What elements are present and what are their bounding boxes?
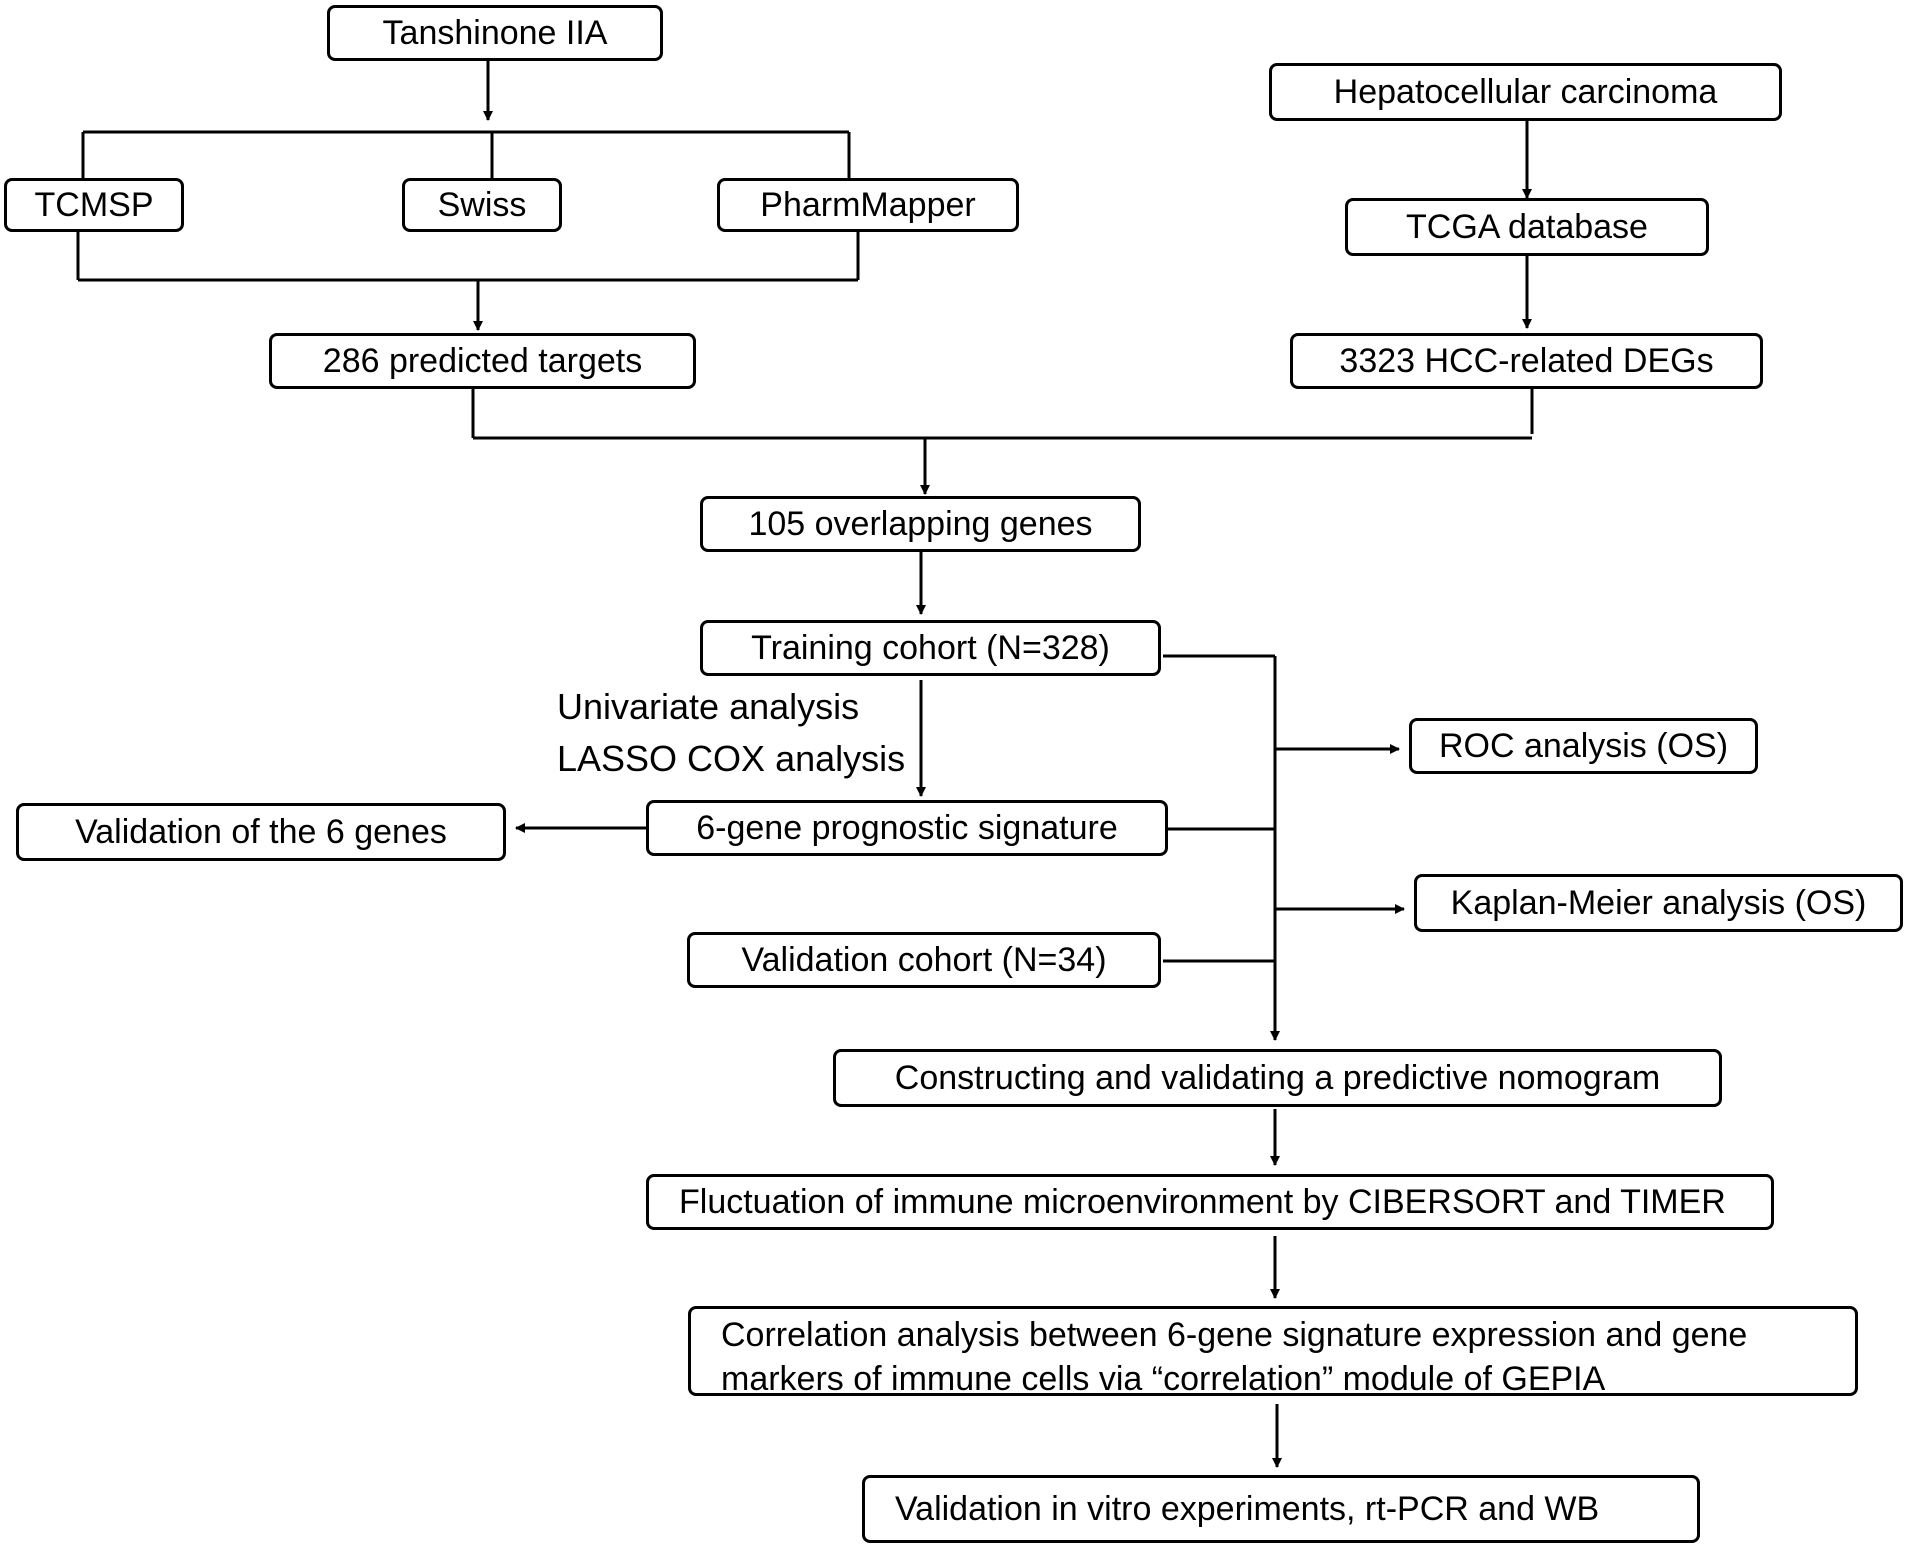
box-training-cohort: Training cohort (N=328): [700, 620, 1161, 676]
box-in-vitro-validation: Validation in vitro experiments, rt-PCR …: [862, 1475, 1700, 1543]
box-swiss: Swiss: [402, 178, 562, 232]
box-roc-analysis: ROC analysis (OS): [1409, 718, 1758, 774]
box-tanshinone: Tanshinone IIA: [327, 5, 663, 61]
box-overlapping-genes: 105 overlapping genes: [700, 496, 1141, 552]
box-immune-microenvironment: Fluctuation of immune microenvironment b…: [646, 1174, 1774, 1230]
box-validation-cohort: Validation cohort (N=34): [687, 932, 1161, 988]
box-hcc-degs: 3323 HCC-related DEGs: [1290, 333, 1763, 389]
box-predicted-targets: 286 predicted targets: [269, 333, 696, 389]
box-correlation-analysis: Correlation analysis between 6-gene sign…: [688, 1306, 1858, 1398]
correlation-line-1: Correlation analysis between 6-gene sign…: [721, 1316, 1748, 1354]
box-validation-of-6-genes: Validation of the 6 genes: [16, 803, 506, 861]
box-hepatocellular-carcinoma: Hepatocellular carcinoma: [1269, 63, 1782, 121]
box-6-gene-signature: 6-gene prognostic signature: [646, 800, 1168, 856]
label-lasso-cox-analysis: LASSO COX analysis: [557, 738, 906, 779]
box-tcmsp: TCMSP: [4, 178, 184, 232]
box-tcga-database: TCGA database: [1345, 198, 1709, 256]
correlation-line-2: markers of immune cells via “correlation…: [721, 1360, 1606, 1398]
box-kaplan-meier: Kaplan-Meier analysis (OS): [1414, 874, 1903, 932]
box-pharmmapper: PharmMapper: [717, 178, 1019, 232]
label-univariate-analysis: Univariate analysis: [557, 686, 860, 727]
box-nomogram: Constructing and validating a predictive…: [833, 1049, 1722, 1107]
